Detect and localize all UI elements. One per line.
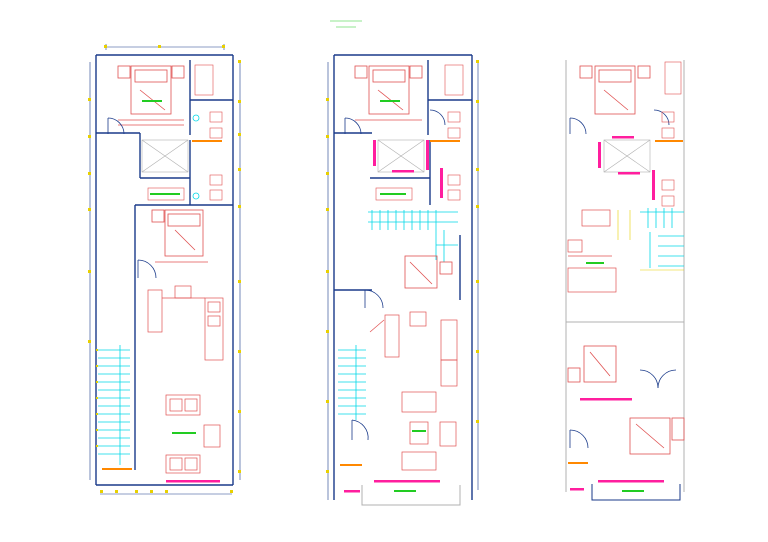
plan1-shaft xyxy=(141,139,189,173)
plan2-door-1 xyxy=(344,109,446,135)
plan1-entry xyxy=(166,480,220,483)
plan1-door-1 xyxy=(107,117,125,135)
plan1-bed-mid xyxy=(151,209,208,263)
floor-plan-3 xyxy=(565,60,685,501)
plan2-bottom-wall xyxy=(361,485,461,506)
plan1-bed-top xyxy=(117,65,185,126)
plan1-bath-fixtures xyxy=(194,64,223,201)
plan1-living-green xyxy=(172,432,196,434)
plan2-living xyxy=(401,391,457,471)
sheet-caption xyxy=(330,20,362,28)
plan3-magenta xyxy=(570,136,664,491)
plan3-kitchen xyxy=(567,209,617,293)
plan3-green-marks xyxy=(586,262,644,492)
plan3-bed-mid xyxy=(567,345,617,383)
plan3-stairs xyxy=(640,208,684,268)
plan1-walls xyxy=(95,54,234,486)
plan1-stairs xyxy=(98,345,130,465)
plan2-walls xyxy=(333,54,473,500)
plan1-dim-ticks xyxy=(88,45,241,473)
plan2-green-marks xyxy=(380,193,426,492)
plan3-shaft xyxy=(603,139,651,173)
plan1-orange-bars xyxy=(102,140,222,470)
plan2-shaft xyxy=(377,139,425,173)
plan1-bath-cyan xyxy=(192,114,200,200)
plan3-bed-bottom xyxy=(629,417,685,455)
plan2-door-2 xyxy=(351,289,384,441)
plan1-stair-dots xyxy=(96,349,98,447)
plan2-bed-top xyxy=(354,65,423,121)
plan3-bed-top xyxy=(579,65,651,115)
plan1-cabinet xyxy=(147,187,185,201)
plan1-door-2 xyxy=(137,259,157,279)
plan1-cabinet-green xyxy=(150,193,180,195)
plan1-living xyxy=(165,394,221,474)
plan1-bottom-ticks xyxy=(100,490,233,493)
floor-plan-2 xyxy=(326,54,479,506)
plan2-stairs xyxy=(338,345,366,420)
plan2-bed-top-marks xyxy=(380,100,400,102)
plan2-side-dims xyxy=(327,60,479,500)
plan3-doors xyxy=(569,369,677,449)
floor-plan-1 xyxy=(88,44,241,495)
plan3-yellow-dims xyxy=(617,210,684,271)
plan2-bath-fixtures xyxy=(444,64,464,201)
plan2-dim-ticks xyxy=(326,60,479,473)
plan2-bed-mid xyxy=(404,255,453,289)
plan2-magenta xyxy=(344,140,443,493)
plan3-walls xyxy=(565,60,685,492)
plan1-kitchen xyxy=(147,285,224,361)
plan3-bath xyxy=(661,61,682,207)
plan3-orange xyxy=(568,140,683,464)
plan3-bottom-wall xyxy=(591,484,681,501)
plan2-orange xyxy=(340,140,460,466)
plan2-cabinet xyxy=(375,187,413,201)
plan1-bed-top-marks xyxy=(142,100,162,102)
plan2-stairs-upper xyxy=(368,210,458,262)
plan2-kitchen xyxy=(369,311,458,387)
plan3-door-1 xyxy=(569,109,670,135)
